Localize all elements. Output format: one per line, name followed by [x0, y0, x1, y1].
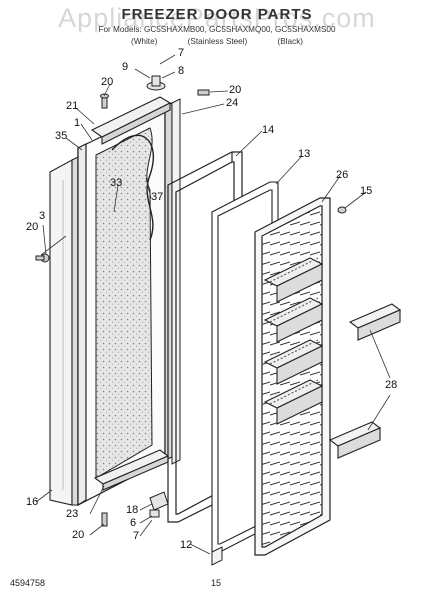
- part-label-1: 1: [74, 117, 81, 129]
- part-label-9: 9: [122, 61, 129, 73]
- hinge-part-8: [146, 75, 166, 91]
- part-label-7: 7: [178, 47, 185, 59]
- part-label-7-bottom: 7: [133, 530, 140, 542]
- door-shelves: [263, 257, 324, 425]
- shelf-4: [263, 379, 324, 425]
- door-foam-insulation: [95, 127, 155, 479]
- screw-part-20-top: [100, 93, 109, 109]
- part-label-37: 37: [151, 191, 164, 203]
- part-label-15: 15: [360, 185, 373, 197]
- page-number: 15: [211, 578, 222, 588]
- part-label-26: 26: [336, 169, 349, 181]
- strip-part-12: [211, 546, 223, 566]
- part-label-20-left: 20: [26, 221, 39, 233]
- color-black: (Black): [277, 37, 304, 46]
- part-label-14: 14: [262, 124, 275, 136]
- screw-part-20-left: [35, 253, 50, 263]
- watermark: AppliancePartsPros.com: [58, 3, 376, 33]
- side-trim-part-16: [49, 156, 79, 506]
- part-label-6: 6: [130, 517, 137, 529]
- shelf-bin-part-28-lower: [328, 421, 382, 459]
- leader-lines: [35, 54, 391, 555]
- part-label-18: 18: [126, 504, 139, 516]
- part-label-23: 23: [66, 508, 79, 520]
- shelf-1: [263, 257, 324, 303]
- shelf-3: [263, 339, 324, 385]
- part-label-16: 16: [26, 496, 39, 508]
- part-label-21: 21: [66, 100, 79, 112]
- part-label-3: 3: [39, 210, 46, 222]
- diagram-title: FREEZER DOOR PARTS: [121, 6, 313, 23]
- shelf-2: [263, 297, 324, 343]
- color-variants: (White) (Stainless Steel) (Black): [0, 37, 434, 46]
- model-list: For Models: GC5SHAXMB00, GC5SHAXMQ00, GC…: [98, 25, 336, 34]
- part-label-35: 35: [55, 130, 68, 142]
- part-label-20-bottom: 20: [72, 529, 85, 541]
- hinge-part-18: [149, 491, 169, 518]
- part-label-20-top: 20: [101, 76, 114, 88]
- screw-part-15: [337, 206, 347, 214]
- part-label-12: 12: [180, 539, 193, 551]
- screw-part-20-bottom: [101, 512, 108, 527]
- color-white: (White): [130, 37, 158, 46]
- part-label-28: 28: [385, 379, 398, 391]
- top-cap-part-21: [90, 96, 172, 145]
- shelf-bin-part-28-upper: [348, 303, 402, 341]
- document-number: 4594758: [10, 578, 46, 588]
- part-label-33: 33: [110, 177, 123, 189]
- screw-part-20-right: [197, 89, 210, 96]
- part-label-13: 13: [298, 148, 311, 160]
- part-label-20-right: 20: [229, 84, 242, 96]
- color-stainless: (Stainless Steel): [187, 37, 248, 46]
- part-label-8: 8: [178, 65, 185, 77]
- part-label-24: 24: [226, 97, 239, 109]
